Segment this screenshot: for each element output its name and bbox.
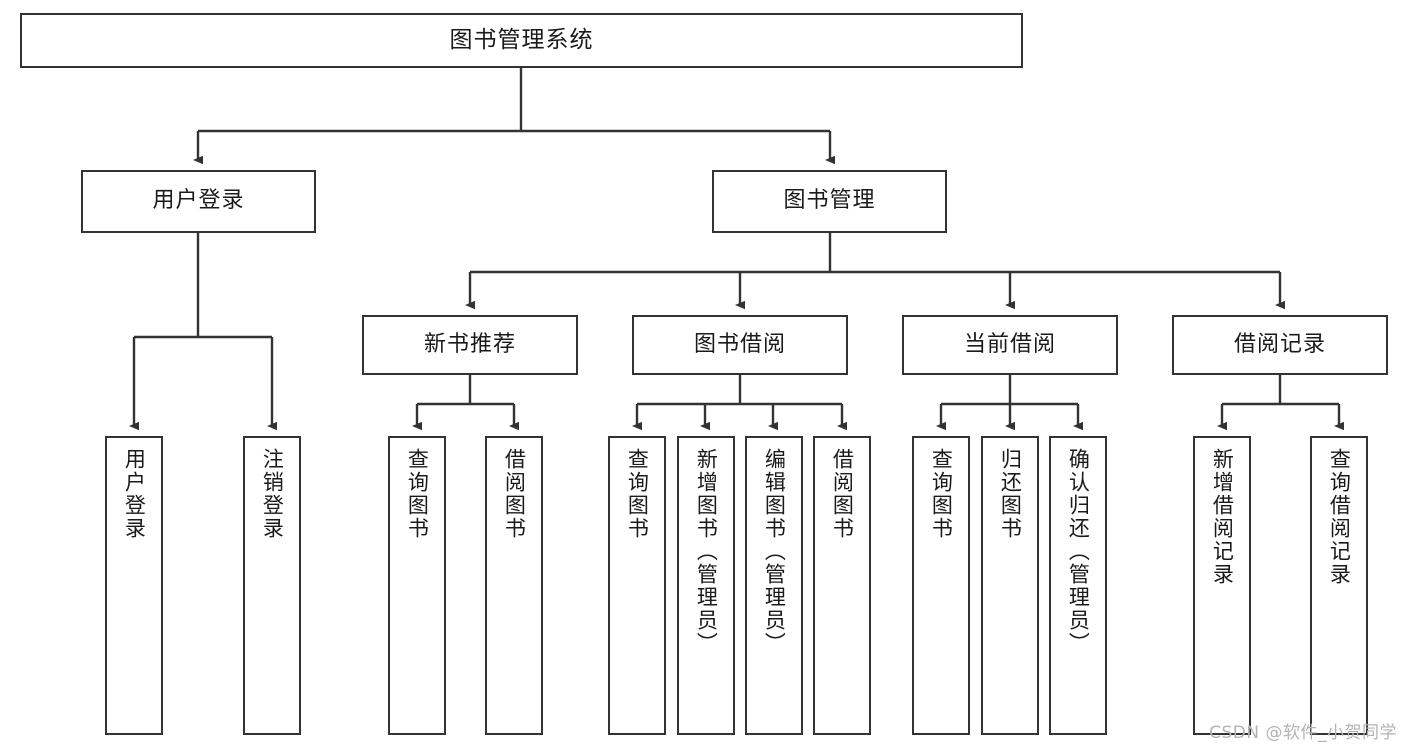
csdn-watermark: CSDN @软件_小贺同学 bbox=[1209, 723, 1397, 743]
leaf-current-borrow-return[interactable]: 归还图书 bbox=[981, 436, 1039, 735]
node-user-login[interactable]: 用户登录 bbox=[81, 170, 316, 233]
node-borrow-record-label: 借阅记录 bbox=[1233, 331, 1326, 357]
leaf-new-book-borrow[interactable]: 借阅图书 bbox=[485, 436, 543, 735]
leaf-book-borrow-edit[interactable]: 编辑图书（管理员） bbox=[745, 436, 803, 735]
node-new-book-recommend-label: 新书推荐 bbox=[423, 331, 516, 357]
leaf-user-login-logout[interactable]: 注销登录 bbox=[243, 436, 301, 735]
node-borrow-record[interactable]: 借阅记录 bbox=[1172, 315, 1388, 375]
node-user-login-label: 用户登录 bbox=[152, 188, 245, 214]
leaf-label: 查询借阅记录 bbox=[1327, 448, 1352, 586]
leaf-current-borrow-confirm-return[interactable]: 确认归还（管理员） bbox=[1049, 436, 1107, 735]
node-book-management[interactable]: 图书管理 bbox=[712, 170, 947, 233]
leaf-user-login-login[interactable]: 用户登录 bbox=[105, 436, 163, 735]
leaf-label: 借阅图书 bbox=[502, 448, 527, 540]
leaf-book-borrow-query[interactable]: 查询图书 bbox=[608, 436, 666, 735]
leaf-label: 借阅图书 bbox=[830, 448, 855, 540]
leaf-label: 确认归还（管理员） bbox=[1066, 448, 1091, 655]
leaf-label: 查询图书 bbox=[625, 448, 650, 540]
node-book-borrow[interactable]: 图书借阅 bbox=[632, 315, 848, 375]
leaf-label: 注销登录 bbox=[260, 448, 285, 540]
leaf-current-borrow-query[interactable]: 查询图书 bbox=[912, 436, 970, 735]
node-current-borrow[interactable]: 当前借阅 bbox=[902, 315, 1118, 375]
leaf-book-borrow-borrow[interactable]: 借阅图书 bbox=[813, 436, 871, 735]
leaf-label: 查询图书 bbox=[929, 448, 954, 540]
node-root-label: 图书管理系统 bbox=[449, 26, 594, 53]
leaf-borrow-record-query[interactable]: 查询借阅记录 bbox=[1310, 436, 1368, 735]
leaf-label: 新增借阅记录 bbox=[1210, 448, 1235, 586]
node-root-system[interactable]: 图书管理系统 bbox=[20, 13, 1023, 68]
node-book-management-label: 图书管理 bbox=[783, 188, 876, 214]
leaf-borrow-record-add[interactable]: 新增借阅记录 bbox=[1193, 436, 1251, 735]
node-book-borrow-label: 图书借阅 bbox=[693, 331, 786, 357]
leaf-label: 用户登录 bbox=[122, 448, 147, 540]
leaf-new-book-query[interactable]: 查询图书 bbox=[388, 436, 446, 735]
leaf-book-borrow-add[interactable]: 新增图书（管理员） bbox=[677, 436, 735, 735]
node-new-book-recommend[interactable]: 新书推荐 bbox=[362, 315, 578, 375]
leaf-label: 归还图书 bbox=[998, 448, 1023, 540]
leaf-label: 新增图书（管理员） bbox=[694, 448, 719, 655]
node-current-borrow-label: 当前借阅 bbox=[963, 331, 1056, 357]
leaf-label: 查询图书 bbox=[405, 448, 430, 540]
leaf-label: 编辑图书（管理员） bbox=[762, 448, 787, 655]
